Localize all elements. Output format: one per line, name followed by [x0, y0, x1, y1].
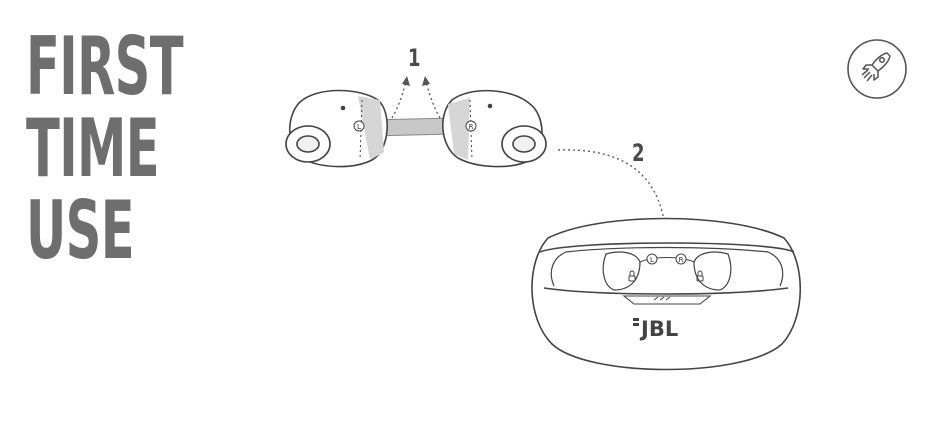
- svg-text:R: R: [469, 123, 474, 131]
- left-earbud-mark: L: [354, 121, 364, 131]
- arrow-head-right: [422, 76, 430, 86]
- svg-text:L: L: [357, 123, 361, 131]
- svg-text:R: R: [679, 256, 684, 264]
- step-1-arrows: [392, 82, 440, 118]
- right-earbud: [443, 91, 546, 167]
- svg-text:JBL: JBL: [639, 317, 678, 341]
- case-right-mark: R: [676, 254, 686, 264]
- case-left-mark: L: [647, 254, 657, 264]
- svg-text:L: L: [650, 256, 654, 264]
- left-earbud: [286, 91, 387, 167]
- right-earbud-mark: R: [466, 121, 476, 131]
- charging-case: [532, 219, 800, 370]
- arrow-head-left: [402, 76, 410, 86]
